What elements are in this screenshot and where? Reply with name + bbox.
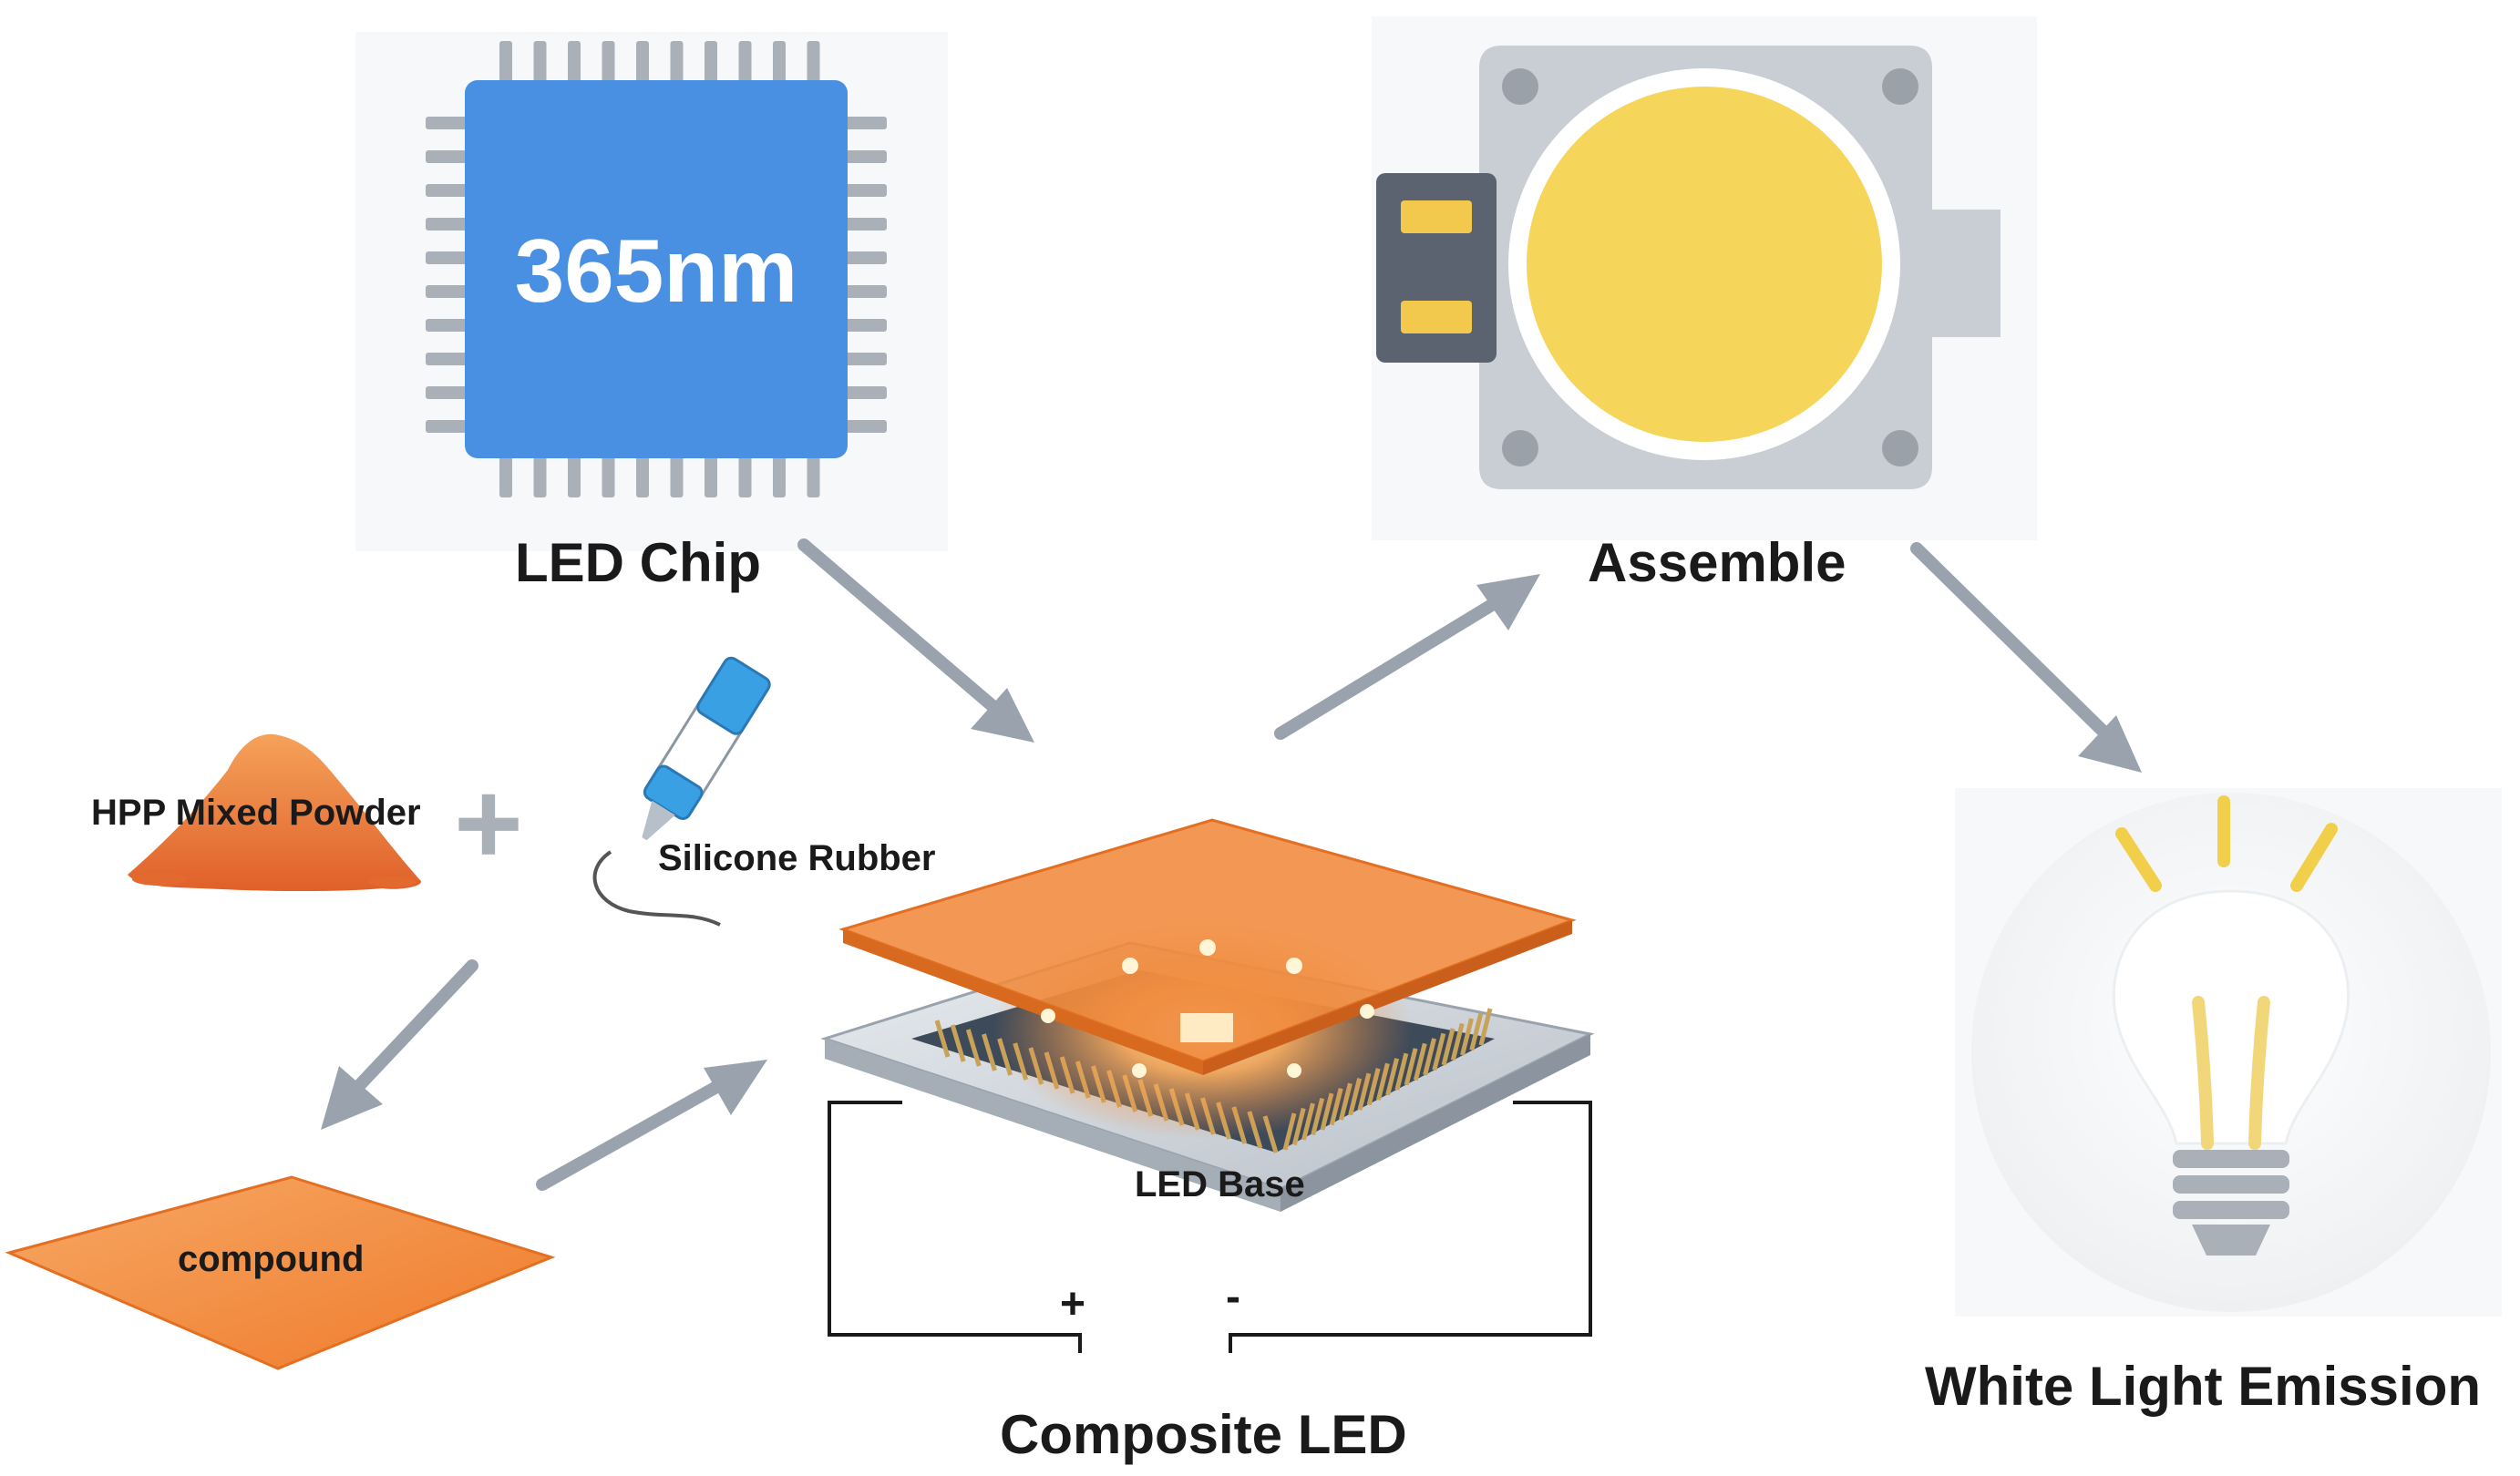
arrows bbox=[321, 538, 2142, 1191]
led-base-label: LED Base bbox=[1135, 1164, 1305, 1204]
assemble-label: Assemble bbox=[1588, 532, 1846, 593]
silicone-rubber-label: Silicone Rubber bbox=[658, 838, 936, 878]
led-chip-label: LED Chip bbox=[515, 532, 761, 593]
negative-terminal: - bbox=[1226, 1273, 1240, 1321]
arrow-powder-to-compound bbox=[321, 959, 478, 1130]
powder-label: HPP Mixed Powder bbox=[91, 793, 421, 833]
compound-plate bbox=[5, 1175, 556, 1370]
silicone-tube-icon bbox=[592, 656, 771, 927]
arrow-assemble-to-bulb bbox=[1910, 542, 2142, 773]
light-bulb-icon bbox=[1971, 793, 2491, 1312]
arrow-compound-to-composite bbox=[536, 1060, 767, 1191]
composite-led-icon bbox=[820, 818, 1595, 1353]
arrow-composite-to-assemble bbox=[1274, 574, 1540, 740]
composite-led-label: Composite LED bbox=[1000, 1404, 1407, 1465]
compound-label: compound bbox=[178, 1239, 365, 1279]
white-light-emission-label: White Light Emission bbox=[1925, 1356, 2481, 1417]
plus-symbol: + bbox=[454, 756, 523, 889]
powder-pile-icon bbox=[128, 733, 421, 892]
chip-wavelength-label: 365nm bbox=[514, 220, 798, 321]
positive-terminal: + bbox=[1060, 1280, 1086, 1328]
led-chip-icon bbox=[426, 41, 887, 497]
arrow-chip-to-composite bbox=[797, 538, 1034, 743]
cob-module-icon bbox=[1376, 46, 2001, 489]
